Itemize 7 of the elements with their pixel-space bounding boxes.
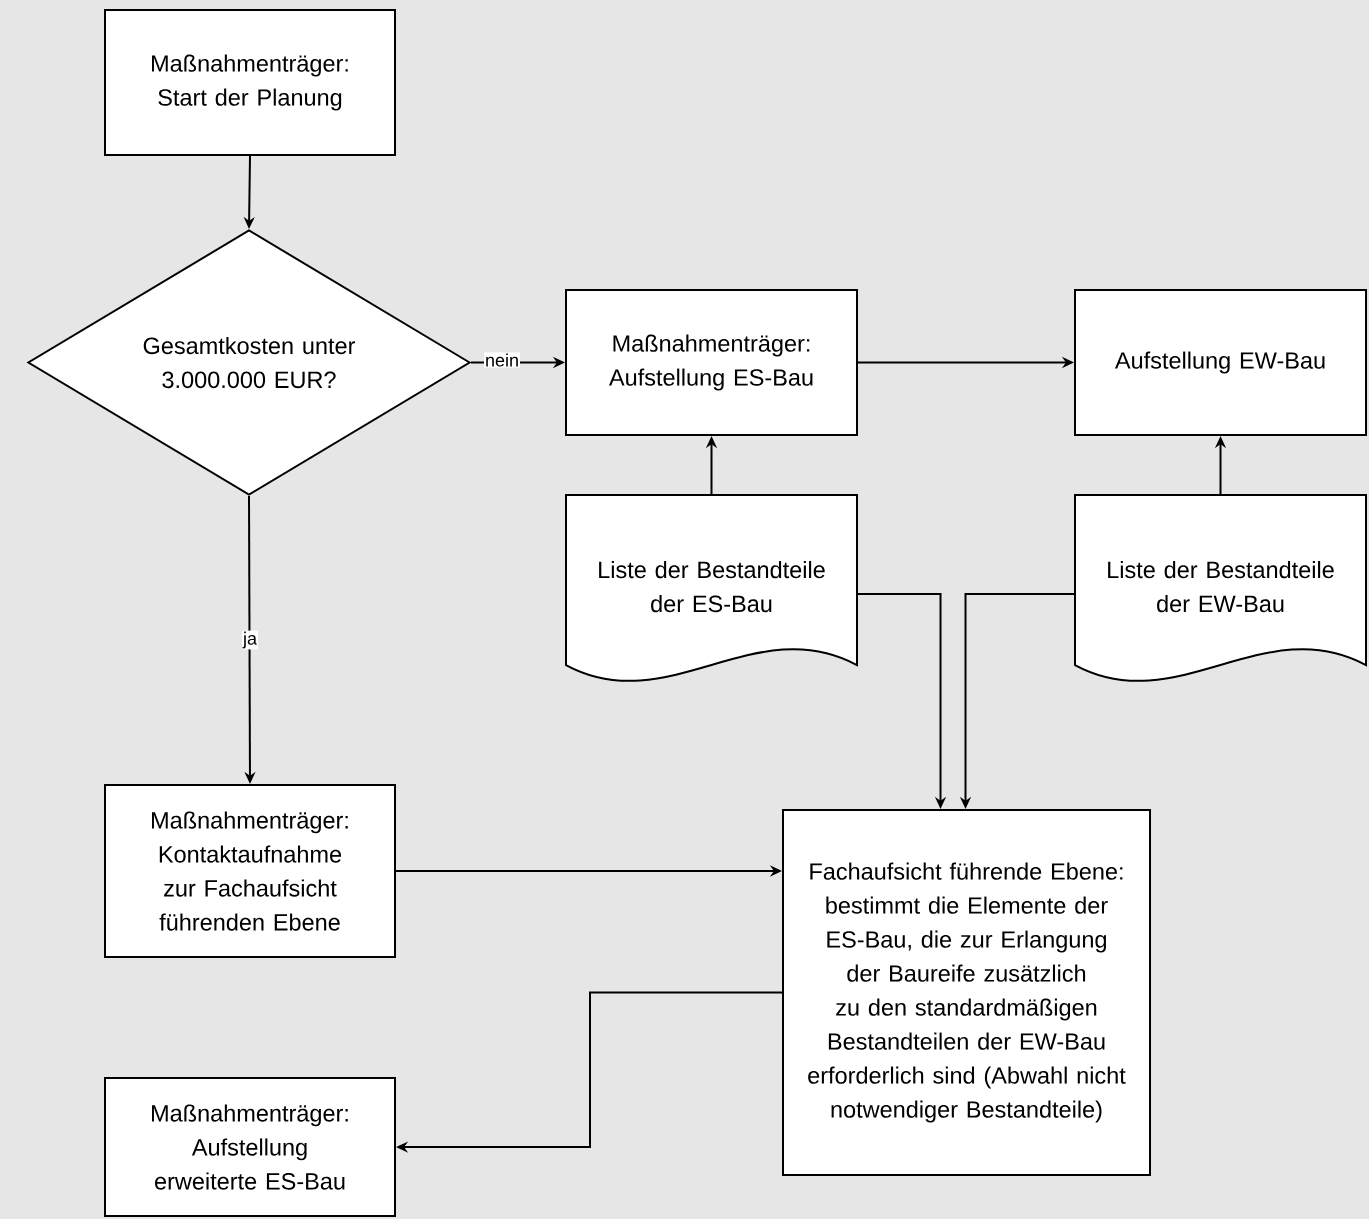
process-box: Maßnahmenträger: Start der Planung <box>104 9 396 156</box>
edge-label: nein <box>484 352 520 368</box>
process-box: Aufstellung EW-Bau <box>1074 289 1367 436</box>
process-box: Maßnahmenträger: Kontaktaufnahme zur Fachaufsicht führenden Ebene <box>104 784 396 958</box>
process-box: Fachaufsicht führende Ebene: bestimmt die Elemente der ES-Bau, die zur Erlangung der Baureife zusätzlich zu den standardmäßigen Bestandteilen der EW-Bau erforderlich sind (Abwahl nicht notwendiger Bestandteile) <box>782 809 1151 1176</box>
process-box: Maßnahmenträger: Aufstellung ES-Bau <box>565 289 858 436</box>
process-box: Maßnahmenträger: Aufstellung erweiterte ES-Bau <box>104 1077 396 1217</box>
